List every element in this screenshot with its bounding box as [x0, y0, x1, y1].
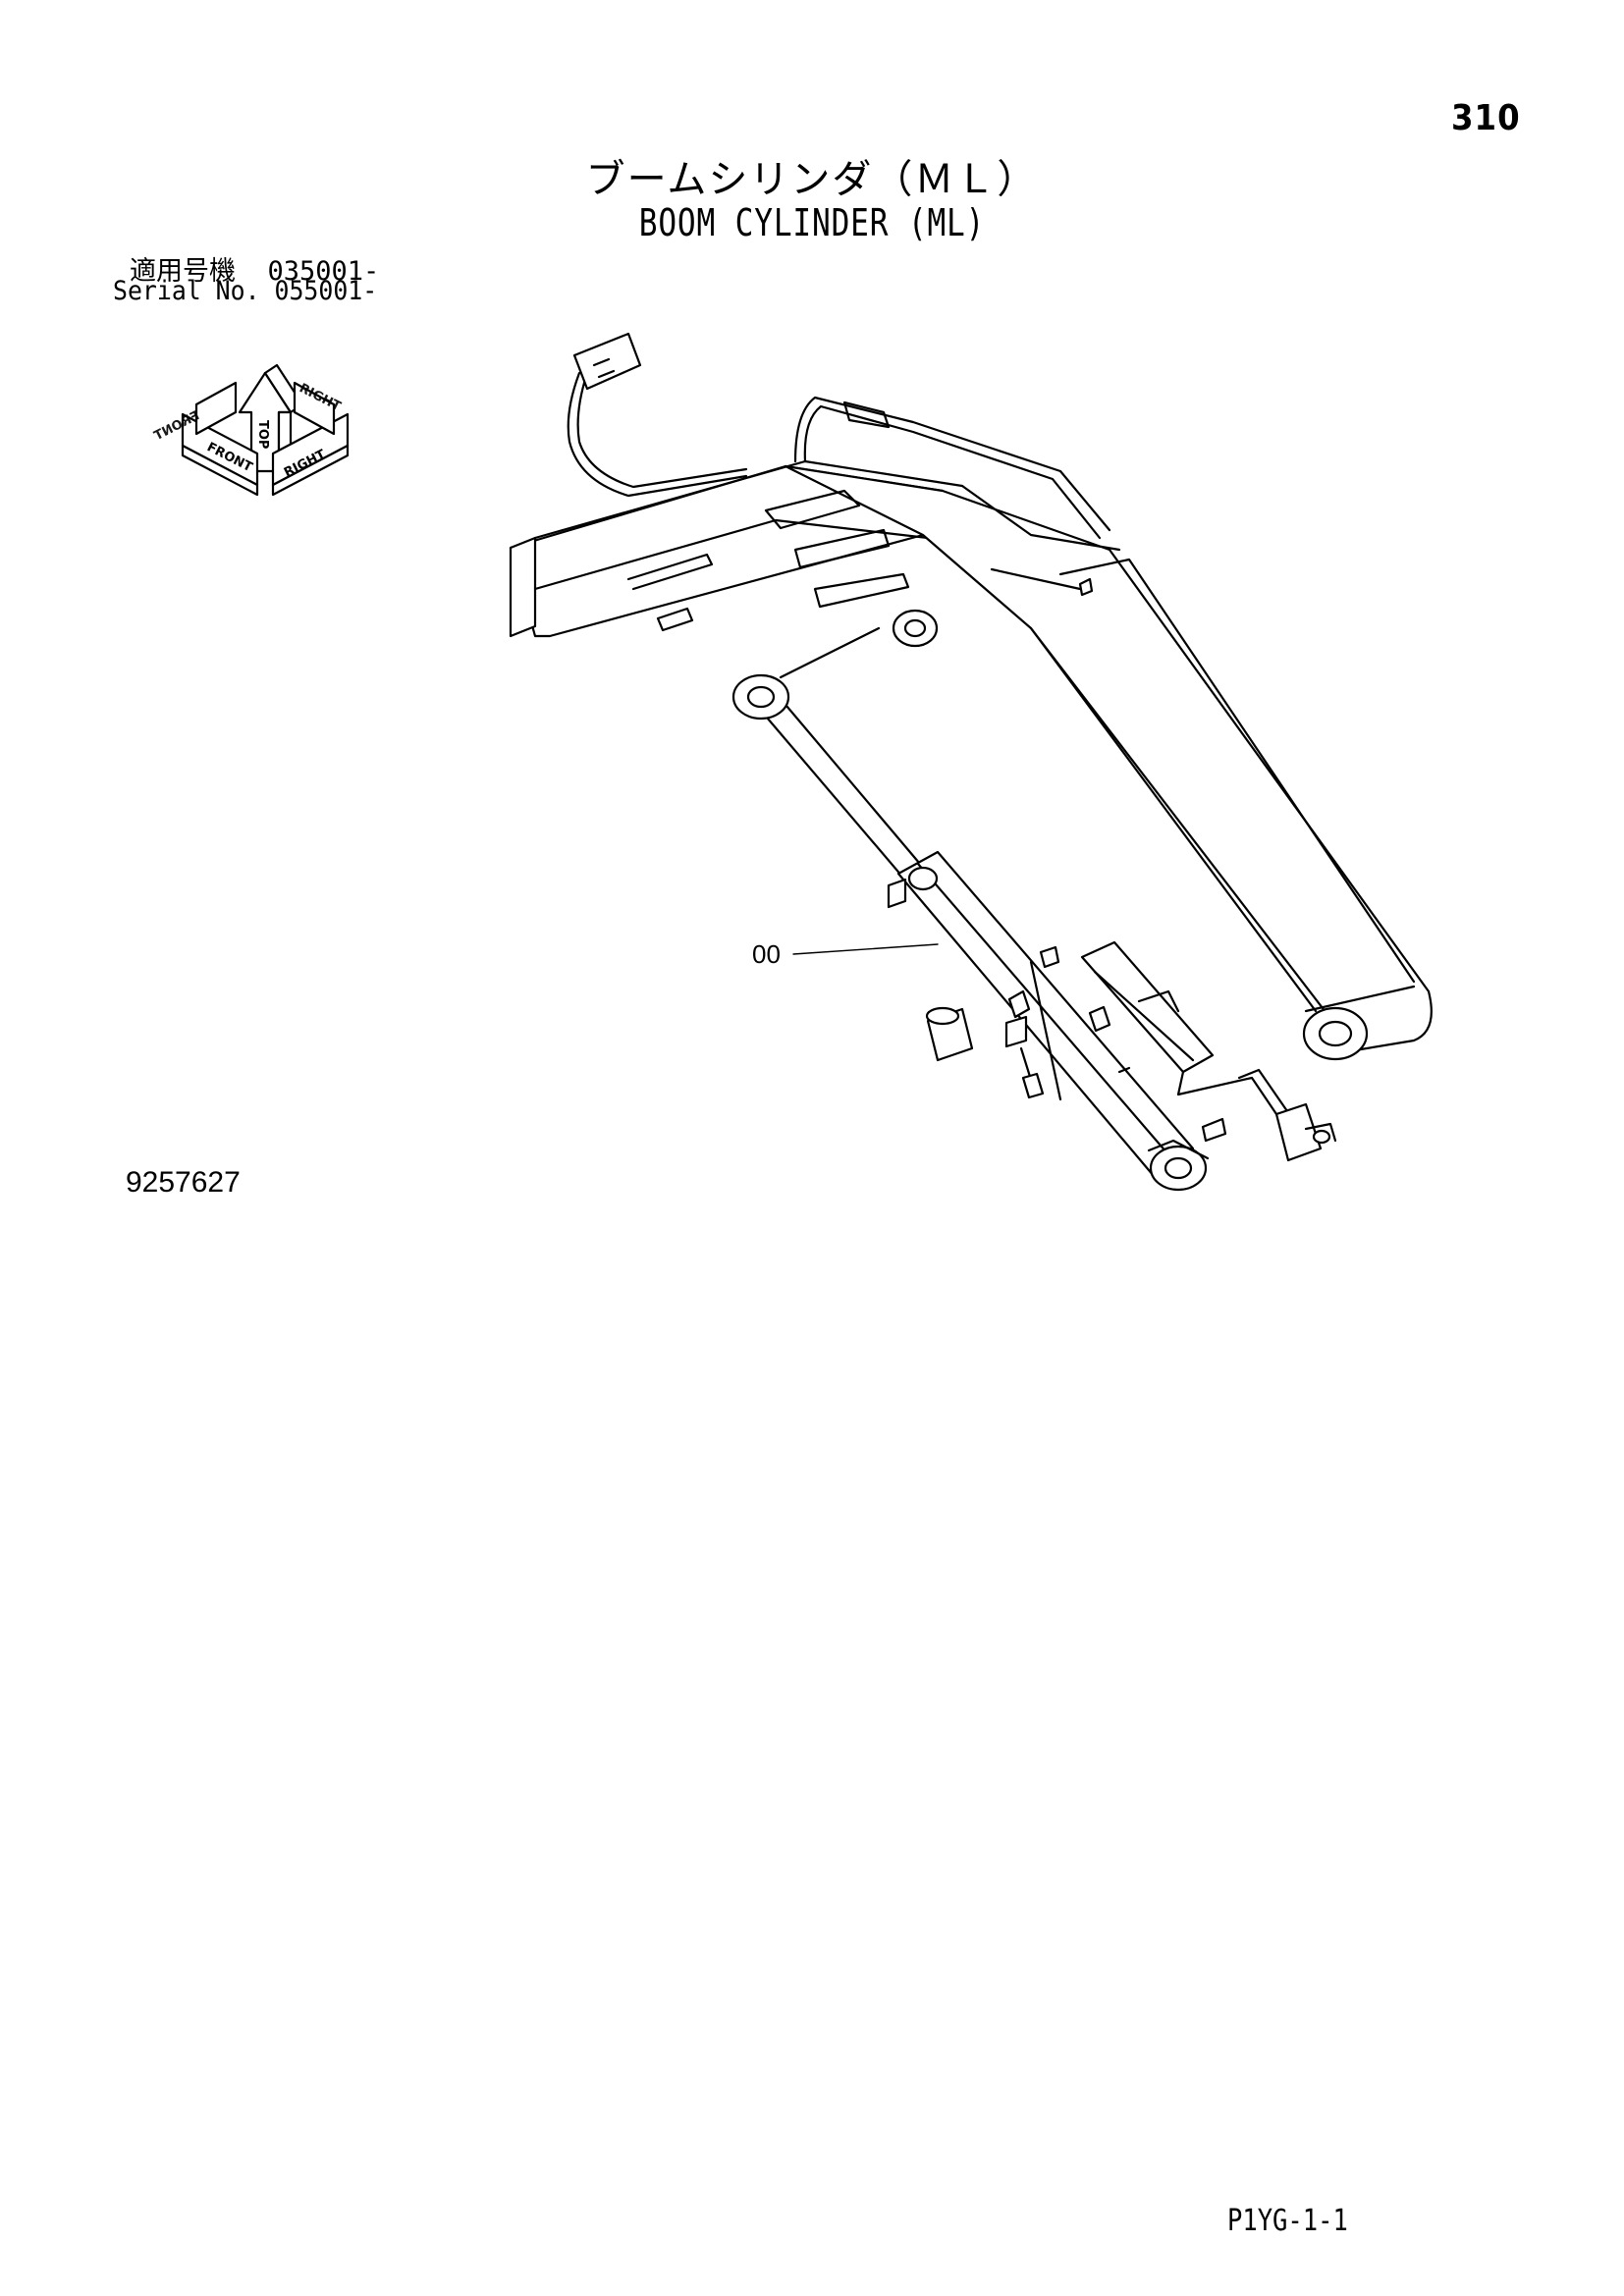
- drawing-number: 9257627: [126, 1166, 241, 1199]
- valve-assembly: [1080, 940, 1337, 1162]
- callout-label: 00: [752, 939, 781, 969]
- boom-cylinder: [731, 626, 1210, 1192]
- serial-range-japanese: 適用号機 035001-: [130, 256, 380, 287]
- footer-code: P1YG-1-1: [1227, 2204, 1348, 2238]
- loose-parts: [925, 945, 1062, 1101]
- callout-leader: [792, 943, 939, 955]
- hydraulic-hoses: [567, 332, 1111, 540]
- page-number: 310: [1451, 98, 1521, 138]
- page-title-japanese: ブームシリンダ（ＭＬ）: [585, 157, 1039, 202]
- page-title-english: BOOM CYLINDER (ML): [638, 201, 986, 244]
- orientation-label-top: TOP: [255, 420, 270, 449]
- serial-range-english: Serial No. 055001-: [113, 276, 378, 306]
- boom-structure: [509, 459, 1433, 1061]
